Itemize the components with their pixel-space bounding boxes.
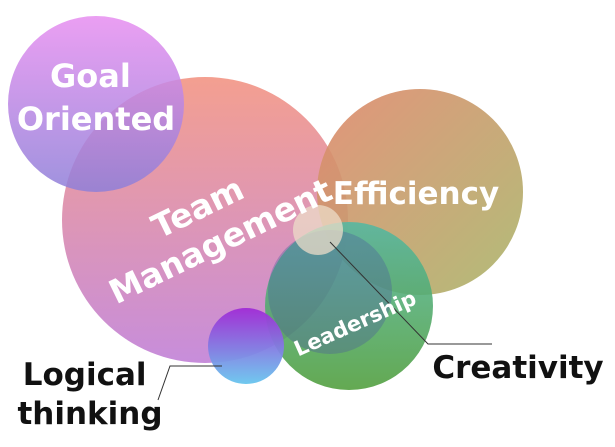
logical-thinking-bubble	[208, 308, 284, 384]
goal-oriented-bubble	[8, 16, 184, 192]
creativity-callout: Creativity	[432, 350, 603, 386]
goal-oriented-label: Goal Oriented	[17, 57, 175, 138]
goal-oriented-line1: Goal	[50, 57, 131, 95]
leadership-overlap-shade	[268, 230, 392, 354]
goal-oriented-line2: Oriented	[17, 100, 175, 138]
efficiency-label: Efficiency	[333, 176, 499, 212]
logical-thinking-line1: Logical	[23, 357, 147, 393]
logical-thinking-line2: thinking	[17, 396, 162, 432]
creativity-callout-line	[329, 241, 492, 345]
logical-thinking-callout-line	[157, 365, 222, 401]
logical-thinking-callout: Logical thinking	[17, 357, 162, 432]
leadership-bubble	[265, 222, 433, 390]
